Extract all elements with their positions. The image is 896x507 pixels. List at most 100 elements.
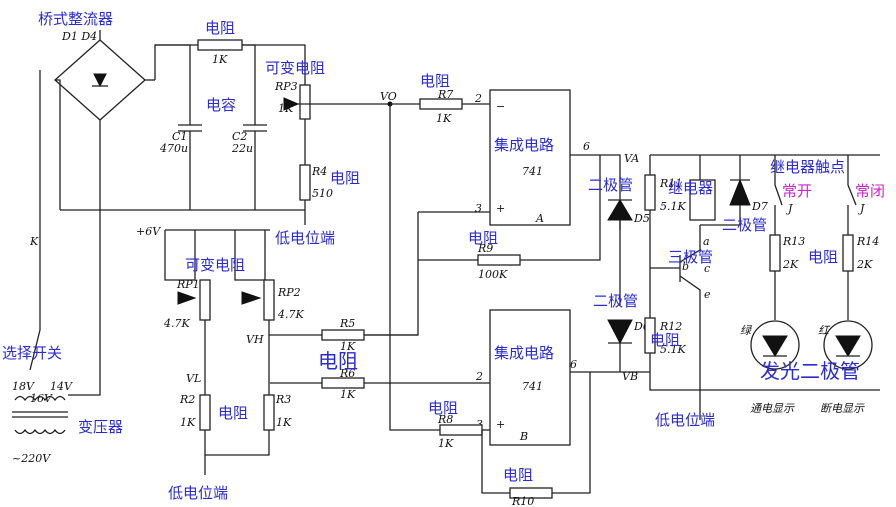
k-ref: K [29, 235, 39, 248]
opamp-b-number: 741 [522, 380, 543, 393]
opamp-a-label: 集成电路 [494, 136, 554, 154]
opamp-a-pin3: 3 [475, 202, 482, 215]
va-ref: VA [624, 152, 639, 165]
c1-ref: C1 [172, 130, 187, 143]
p6v-ref: +6V [136, 225, 161, 238]
off-display-label: 断电显示 [820, 402, 865, 415]
low-potential-label-2: 低电位端 [168, 484, 228, 502]
resistor-top-value: 1K [212, 53, 228, 66]
led-label: 发光二极管 [760, 359, 860, 383]
r14-resistor [842, 234, 854, 272]
d7-ref: D7 [751, 200, 768, 213]
v14-ref: 14V [50, 380, 73, 393]
normally-open-label: 常开 [782, 182, 812, 200]
capacitor-label: 电容 [206, 96, 236, 114]
r8-label: 电阻 [428, 399, 458, 417]
v18-ref: 18V [12, 380, 35, 393]
r9-resistor [477, 254, 521, 266]
rp1-resistor [199, 279, 211, 321]
rp1-value: 4.7K [163, 317, 190, 330]
c2-ref: C2 [232, 130, 247, 143]
opamp-a [489, 89, 571, 226]
r8-resistor [439, 424, 483, 436]
opamp-a-number: 741 [522, 165, 543, 178]
normally-closed-label: 常闭 [855, 182, 885, 200]
r4-label: 电阻 [330, 169, 360, 187]
r12-value: 5.1K [660, 343, 686, 356]
r2-value: 1K [180, 416, 196, 429]
r13-r14-label: 电阻 [808, 248, 838, 266]
r7-label: 电阻 [420, 72, 450, 90]
rp1-rp2-label: 可变电阻 [185, 256, 245, 274]
vb-ref: VB [622, 370, 638, 383]
rp2-resistor [263, 279, 275, 321]
relay-label: 继电器 [668, 179, 713, 197]
bridge-rectifier [54, 30, 155, 121]
r2-r3-label: 电阻 [218, 404, 248, 422]
r3-value: 1K [276, 416, 292, 429]
opamp-a-plus: + [496, 202, 505, 215]
bridge-rectifier-label: 桥式整流器 [38, 10, 113, 28]
transistor-a: a [703, 235, 710, 248]
r2-ref: R2 [179, 393, 195, 406]
r5-ref: R5 [339, 317, 355, 330]
r10-ref: R10 [511, 495, 534, 507]
red-ref: 红 [818, 324, 831, 337]
opamp-a-pin2: 2 [474, 92, 482, 105]
r13-value: 2K [782, 258, 799, 271]
r5-value: 1K [340, 340, 356, 353]
rp3-ref: RP3 [274, 80, 298, 93]
r7-value: 1K [436, 112, 452, 125]
opamp-b-letter: B [519, 430, 528, 443]
r10-label: 电阻 [503, 466, 533, 484]
rp3-value: 1K [278, 102, 294, 115]
vl-ref: VL [186, 372, 201, 385]
opamp-a-pin6: 6 [583, 140, 590, 153]
r6-value: 1K [340, 388, 356, 401]
r2-resistor [199, 394, 211, 431]
transformer-secondary [14, 395, 66, 402]
opamp-b [489, 309, 571, 446]
low-potential-label-1: 低电位端 [275, 229, 335, 247]
j1-ref: J [786, 202, 793, 215]
green-ref: 绿 [740, 324, 752, 337]
c1-value: 470u [159, 142, 188, 155]
r11-resistor [644, 174, 656, 211]
d5-ref: D5 [633, 212, 650, 225]
ac-ref: ~220V [12, 452, 51, 465]
r14-value: 2K [856, 258, 873, 271]
transistor-e: e [704, 288, 711, 301]
d5-label: 二极管 [588, 176, 633, 194]
r3-ref: R3 [275, 393, 291, 406]
on-display-label: 通电显示 [750, 402, 795, 415]
r8-value: 1K [438, 437, 454, 450]
opamp-b-plus: + [496, 418, 505, 431]
r14-ref: R14 [856, 235, 879, 248]
opamp-a-letter: A [535, 212, 544, 225]
r8-ref: R8 [437, 413, 453, 426]
vh-ref: VH [246, 333, 264, 346]
j2-ref: J [858, 202, 865, 215]
r6-label: 电阻 [318, 349, 358, 373]
d7-label: 二极管 [722, 216, 767, 234]
r11-ref: R11 [659, 177, 682, 190]
r11-value: 5.1K [660, 200, 686, 213]
rp2-ref: RP2 [277, 286, 301, 299]
relay-contacts-label: 继电器触点 [770, 158, 845, 176]
r7-ref: R7 [437, 88, 453, 101]
r13-ref: R13 [782, 235, 805, 248]
low-potential-label-3: 低电位端 [655, 411, 715, 429]
resistor-top [197, 39, 243, 51]
r9-ref: R9 [477, 242, 493, 255]
transformer-label: 变压器 [78, 418, 123, 436]
opamp-b-label: 集成电路 [494, 344, 554, 362]
rp3-resistor [299, 84, 311, 120]
v16-ref: 16V [30, 392, 53, 405]
opamp-b-pin6: 6 [570, 358, 577, 371]
rp3-label: 可变电阻 [265, 59, 325, 77]
c2-value: 22u [231, 142, 253, 155]
r4-value: 510 [312, 187, 333, 200]
switch-label: 选择开关 [2, 344, 62, 362]
rp1-ref: RP1 [176, 278, 200, 291]
